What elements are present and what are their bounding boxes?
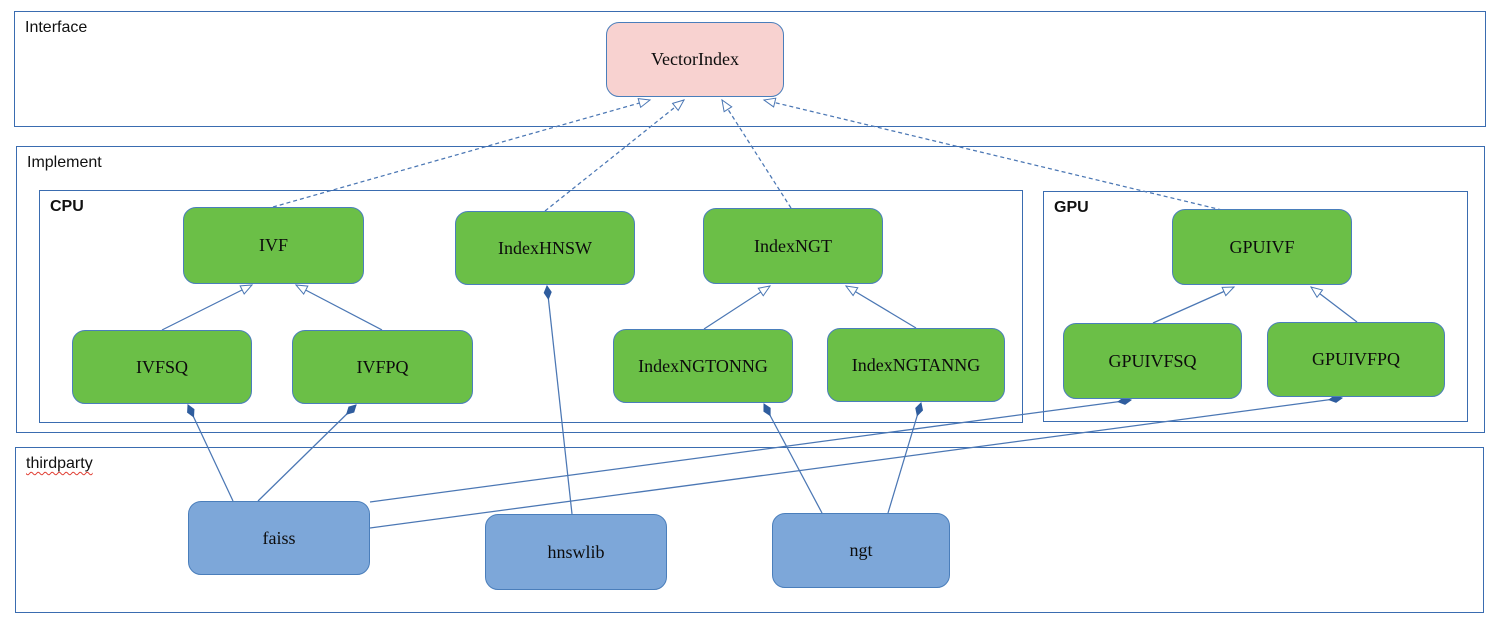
node-vectorindex-label: VectorIndex	[651, 49, 739, 69]
node-gpuivf[interactable]: GPUIVF	[1172, 209, 1352, 285]
node-indexngtonng[interactable]: IndexNGTONNG	[613, 329, 793, 403]
node-indexhnsw[interactable]: IndexHNSW	[455, 211, 635, 285]
node-hnswlib[interactable]: hnswlib	[485, 514, 667, 590]
node-ivfsq-label: IVFSQ	[135, 356, 188, 377]
node-indexngt-label: IndexNGT	[754, 235, 832, 256]
node-vectorindex[interactable]: VectorIndex	[606, 22, 784, 97]
node-ivfpq[interactable]: IVFPQ	[292, 330, 473, 404]
node-gpuivfsq-label: GPUIVFSQ	[1108, 350, 1197, 371]
node-hnswlib-label: hnswlib	[547, 541, 605, 562]
container-gpu-label: GPU	[1054, 199, 1089, 216]
node-ngt-label: ngt	[849, 540, 873, 560]
container-interface-label: Interface	[25, 19, 88, 36]
node-indexhnsw-label: IndexHNSW	[498, 237, 592, 258]
node-gpuivf-label: GPUIVF	[1229, 236, 1295, 257]
node-faiss[interactable]: faiss	[188, 501, 370, 575]
node-gpuivfpq[interactable]: GPUIVFPQ	[1267, 322, 1445, 397]
node-indexngt[interactable]: IndexNGT	[703, 208, 883, 284]
container-thirdparty-label: thirdparty	[26, 455, 93, 472]
node-gpuivfpq-label: GPUIVFPQ	[1311, 349, 1401, 369]
node-ivf-label: IVF	[258, 235, 288, 255]
node-indexngtonng-label: IndexNGTONNG	[638, 355, 768, 376]
node-indexngtanng-label: IndexNGTANNG	[851, 354, 981, 375]
container-cpu-label: CPU	[50, 198, 84, 215]
node-ivf[interactable]: IVF	[183, 207, 364, 284]
node-gpuivfsq[interactable]: GPUIVFSQ	[1063, 323, 1242, 399]
container-implement-label: Implement	[27, 154, 102, 171]
node-ngt[interactable]: ngt	[772, 513, 950, 588]
node-indexngtanng[interactable]: IndexNGTANNG	[827, 328, 1005, 402]
node-ivfsq[interactable]: IVFSQ	[72, 330, 252, 404]
node-ivfpq-label: IVFPQ	[356, 356, 409, 377]
node-faiss-label: faiss	[262, 527, 296, 548]
